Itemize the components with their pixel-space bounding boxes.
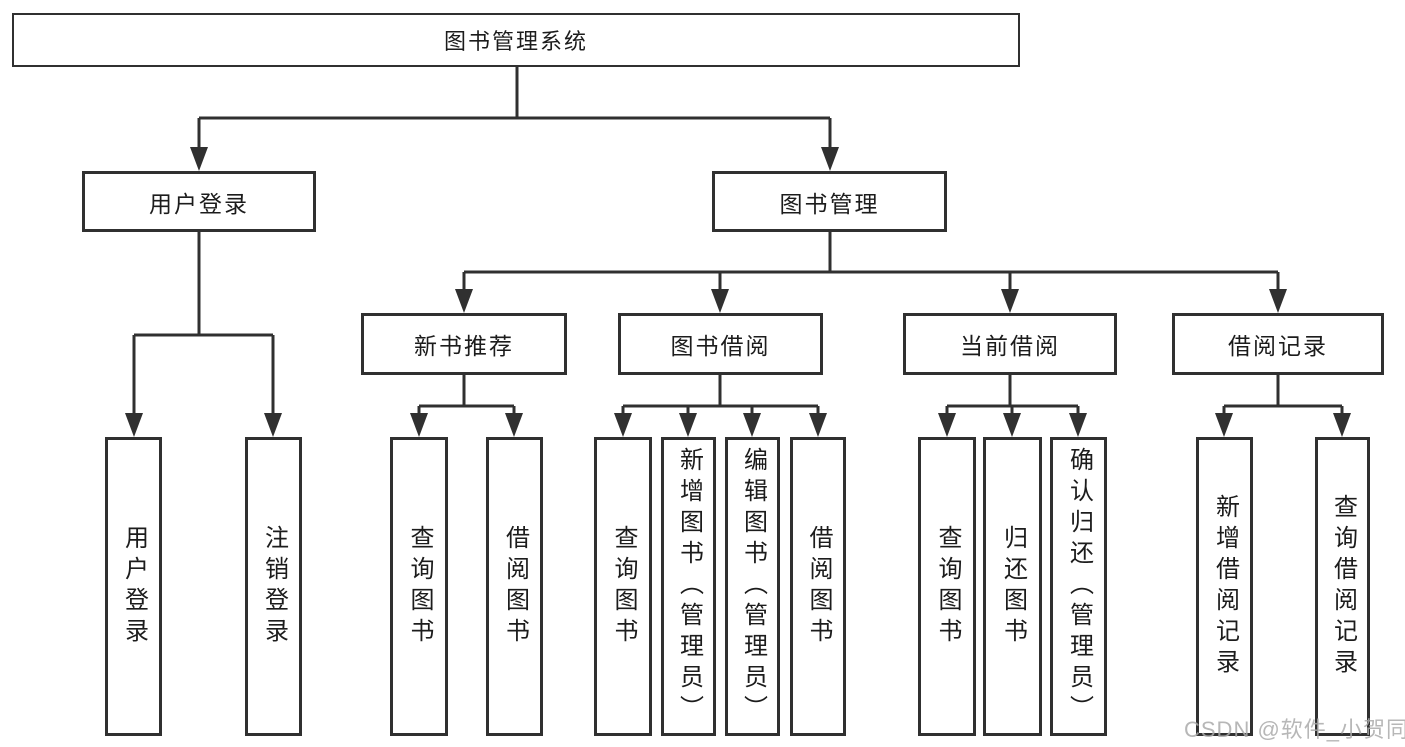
node-book-management: 图书管理 (712, 171, 947, 232)
leaf-query-book-recommend: 查询图书 (390, 437, 448, 736)
node-book-borrow-label: 图书借阅 (670, 333, 771, 359)
edge-book-borrow-to-leaves (614, 375, 827, 437)
node-borrow-record-label: 借阅记录 (1228, 333, 1328, 359)
node-current-borrow: 当前借阅 (903, 313, 1117, 375)
node-borrow-record: 借阅记录 (1172, 313, 1384, 375)
leaf-borrow-book-recommend-label: 借阅图书 (501, 524, 529, 649)
leaf-query-book-borrow-label: 查询图书 (610, 524, 637, 649)
leaf-edit-book-admin: 编辑图书（管理员） (725, 437, 780, 736)
leaf-confirm-return-admin: 确认归还（管理员） (1050, 437, 1107, 736)
node-book-management-label: 图书管理 (779, 190, 880, 217)
node-book-borrow: 图书借阅 (618, 313, 823, 375)
leaf-add-borrow-record-label: 新增借阅记录 (1211, 493, 1239, 680)
edge-new-book-to-leaves (410, 375, 523, 437)
node-new-book-recommend: 新书推荐 (361, 313, 567, 375)
leaf-add-book-admin-label: 新增图书（管理员） (675, 447, 703, 726)
edge-book-mgmt-to-level3 (455, 232, 1287, 313)
leaf-edit-book-admin-label: 编辑图书（管理员） (739, 447, 767, 726)
csdn-watermark: CSDN @软件_小贺同学 (1184, 717, 1405, 742)
leaf-return-book-label: 归还图书 (999, 524, 1027, 649)
leaf-borrow-book-recommend: 借阅图书 (486, 437, 543, 736)
leaf-query-book-recommend-label: 查询图书 (406, 524, 433, 649)
leaf-add-borrow-record: 新增借阅记录 (1196, 437, 1253, 736)
leaf-user-login: 用户登录 (105, 437, 162, 736)
leaf-confirm-return-admin-label: 确认归还（管理员） (1065, 447, 1093, 726)
edge-root-to-level2 (190, 67, 839, 171)
node-user-login: 用户登录 (82, 171, 316, 232)
leaf-logout-label: 注销登录 (260, 524, 288, 649)
edge-borrow-record-to-leaves (1215, 375, 1351, 437)
leaf-query-borrow-record-label: 查询借阅记录 (1329, 493, 1357, 680)
node-system-root: 图书管理系统 (12, 13, 1020, 67)
edge-current-borrow-to-leaves (938, 375, 1087, 437)
leaf-query-borrow-record: 查询借阅记录 (1315, 437, 1370, 736)
leaf-query-book-borrow: 查询图书 (594, 437, 652, 736)
leaf-query-book-current-label: 查询图书 (934, 524, 961, 649)
leaf-user-login-label: 用户登录 (120, 524, 148, 649)
leaf-logout: 注销登录 (245, 437, 302, 736)
node-system-root-label: 图书管理系统 (443, 29, 588, 54)
node-new-book-recommend-label: 新书推荐 (414, 333, 514, 359)
leaf-query-book-current: 查询图书 (918, 437, 976, 736)
leaf-return-book: 归还图书 (983, 437, 1042, 736)
edge-user-login-to-leaves (125, 232, 282, 437)
leaf-add-book-admin: 新增图书（管理员） (661, 437, 716, 736)
node-current-borrow-label: 当前借阅 (960, 333, 1060, 359)
node-user-login-label: 用户登录 (149, 190, 249, 217)
leaf-borrow-book: 借阅图书 (790, 437, 846, 736)
leaf-borrow-book-label: 借阅图书 (805, 524, 832, 649)
